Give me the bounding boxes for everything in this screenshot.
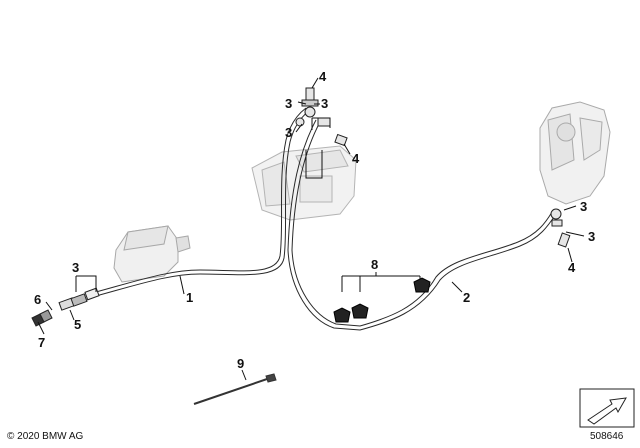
callout-leaders [37, 77, 585, 381]
callout-3-top-left: 3 [285, 96, 292, 111]
callout-2: 2 [463, 290, 470, 305]
callout-8: 8 [371, 257, 378, 272]
left-control-unit [113, 225, 191, 283]
callout-6: 6 [34, 292, 41, 307]
abs-pressure-modulator [251, 145, 357, 221]
callout-4-right: 4 [568, 260, 576, 275]
callout-5: 5 [74, 317, 81, 332]
right-fittings [550, 208, 571, 248]
callout-3-left: 3 [72, 260, 79, 275]
callout-labels: 1 2 3 3 3 3 3 3 4 4 4 5 6 7 8 9 [34, 69, 595, 371]
callout-9: 9 [237, 356, 244, 371]
orientation-arrow-icon [579, 388, 635, 428]
hand-brake-master-cylinder [539, 101, 611, 205]
callout-4-top: 4 [319, 69, 327, 84]
brake-line-2 [287, 119, 557, 331]
cable-tie [193, 373, 277, 405]
left-fittings [31, 287, 100, 327]
callout-3-right-upper: 3 [580, 199, 587, 214]
copyright-text: © 2020 BMW AG [7, 431, 84, 442]
diagram-number: 508646 [590, 431, 624, 442]
brake-line-1 [95, 107, 311, 297]
callout-1: 1 [186, 290, 193, 305]
callout-4-mid: 4 [352, 151, 360, 166]
callout-3-mid-left: 3 [285, 125, 292, 140]
callout-7: 7 [38, 335, 45, 350]
callout-3-top-right: 3 [321, 96, 328, 111]
callout-3-right-lower: 3 [588, 229, 595, 244]
hose-clamps [333, 277, 431, 323]
